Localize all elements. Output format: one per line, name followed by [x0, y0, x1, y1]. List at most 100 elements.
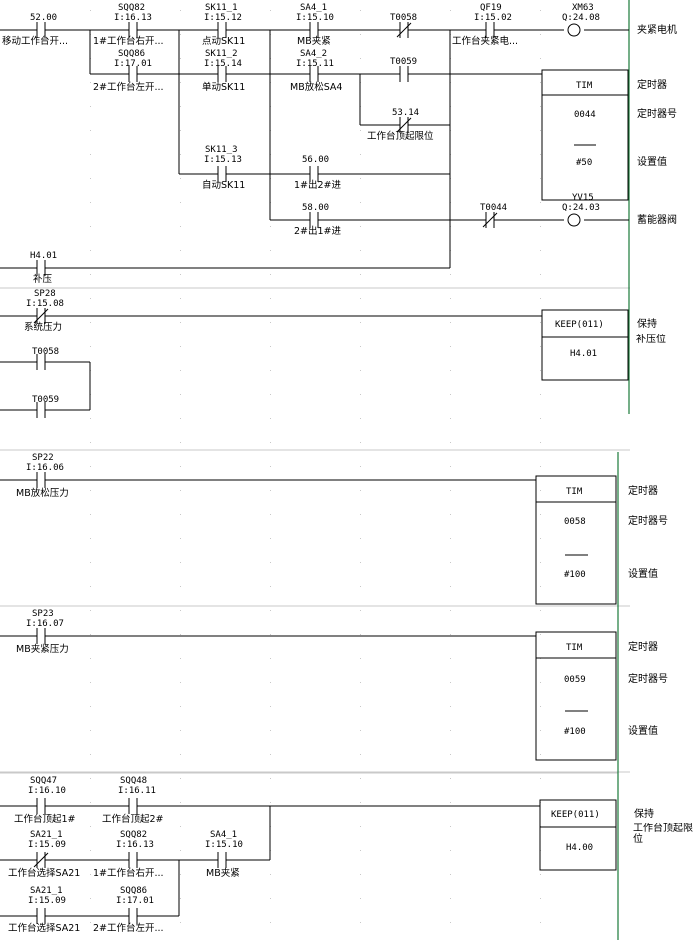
contact-comment: 2#出1#进	[294, 225, 342, 237]
timer-comment: 定时器	[628, 484, 658, 497]
grid-dot	[180, 58, 181, 59]
contact-address: I:16.06	[26, 463, 64, 473]
coil-tag: XM63	[572, 3, 594, 13]
grid-dot	[180, 82, 181, 83]
contact-sqq82-rung5: SQQ82 I:16.13 1#工作台右开...	[93, 830, 164, 879]
grid-dot	[450, 274, 451, 275]
grid-dot	[270, 730, 271, 731]
contact-address: I:15.08	[26, 299, 64, 309]
grid-dot	[180, 682, 181, 683]
timer-comment: 定时器	[628, 640, 658, 653]
grid-dot	[180, 610, 181, 611]
contact-58-00: 58.00 2#出1#进	[294, 203, 342, 237]
grid-dot	[90, 466, 91, 467]
grid-dot	[540, 202, 541, 203]
grid-dot	[360, 154, 361, 155]
grid-dot	[270, 538, 271, 539]
grid-dot	[180, 394, 181, 395]
contact-tag: SQQ82	[118, 3, 145, 13]
grid-dots	[90, 10, 541, 923]
contact-comment: 工作台夹紧电...	[452, 35, 518, 47]
contact-t0058-rung2: T0058	[32, 347, 59, 370]
grid-dot	[180, 106, 181, 107]
grid-dot	[360, 610, 361, 611]
rung-5-wires	[0, 805, 540, 917]
contact-tag: SA21_1	[30, 830, 63, 840]
contact-tag: SP23	[32, 609, 54, 619]
grid-dot	[450, 466, 451, 467]
grid-dot	[180, 538, 181, 539]
grid-dot	[180, 658, 181, 659]
contact-sk11-1: SK11_1 I:15.12 点动SK11	[202, 3, 245, 47]
grid-dot	[360, 322, 361, 323]
grid-dot	[180, 562, 181, 563]
contact-tag: SQQ82	[120, 830, 147, 840]
keep-bit-comment: 补压位	[636, 334, 666, 345]
grid-dot	[540, 346, 541, 347]
coil-address: Q:24.08	[562, 13, 600, 23]
grid-dot	[450, 10, 451, 11]
contact-tag: SA4_2	[300, 49, 327, 59]
contact-tag: T0058	[32, 347, 59, 357]
rung-1-wires	[0, 29, 629, 269]
contact-tag: T0059	[32, 395, 59, 405]
grid-dot	[450, 610, 451, 611]
grid-dot	[360, 202, 361, 203]
contact-sa4-2: SA4_2 I:15.11 MB放松SA4	[290, 49, 342, 93]
keep-comment: 保持	[634, 807, 654, 820]
grid-dot	[360, 922, 361, 923]
grid-dot	[360, 490, 361, 491]
grid-dot	[540, 778, 541, 779]
grid-dot	[360, 226, 361, 227]
grid-dot	[360, 874, 361, 875]
contact-address: I:16.10	[28, 786, 66, 796]
contact-comment: 1#工作台右开...	[93, 35, 164, 47]
grid-dot	[450, 754, 451, 755]
grid-dot	[540, 34, 541, 35]
grid-dot	[180, 826, 181, 827]
grid-dot	[540, 10, 541, 11]
contact-address: I:17.01	[116, 896, 154, 906]
grid-dot	[270, 466, 271, 467]
coil-comment: 蓄能器阀	[637, 213, 677, 226]
grid-dot	[360, 898, 361, 899]
grid-dot	[360, 442, 361, 443]
grid-dot	[540, 418, 541, 419]
grid-dot	[450, 898, 451, 899]
timer-setpoint-comment: 设置值	[628, 567, 658, 580]
grid-dot	[360, 346, 361, 347]
contact-comment: 单动SK11	[202, 81, 245, 93]
grid-dot	[360, 826, 361, 827]
grid-dot	[450, 538, 451, 539]
grid-dot	[450, 874, 451, 875]
timer-head: TIM	[576, 81, 593, 91]
grid-dot	[270, 370, 271, 371]
grid-dot	[90, 298, 91, 299]
contact-comment: 2#工作台左开...	[93, 922, 164, 934]
grid-dot	[180, 346, 181, 347]
grid-dot	[540, 514, 541, 515]
timer-number-comment: 定时器号	[628, 514, 668, 527]
grid-dot	[90, 226, 91, 227]
grid-dot	[90, 850, 91, 851]
grid-dot	[270, 586, 271, 587]
keep-block-h4-00: KEEP(011) H4.00 保持 工作台顶起限位	[539, 799, 693, 871]
grid-dot	[360, 466, 361, 467]
grid-dot	[180, 730, 181, 731]
grid-dot	[450, 514, 451, 515]
contact-t0059-rung1: T0059	[390, 57, 417, 82]
contact-address: I:16.07	[26, 619, 64, 629]
grid-dot	[540, 682, 541, 683]
grid-dot	[180, 514, 181, 515]
grid-dot	[540, 154, 541, 155]
grid-dot	[540, 322, 541, 323]
grid-dot	[180, 922, 181, 923]
grid-dot	[450, 634, 451, 635]
grid-dot	[90, 778, 91, 779]
grid-dot	[450, 322, 451, 323]
grid-dot	[270, 322, 271, 323]
grid-dot	[270, 754, 271, 755]
grid-dot	[540, 874, 541, 875]
